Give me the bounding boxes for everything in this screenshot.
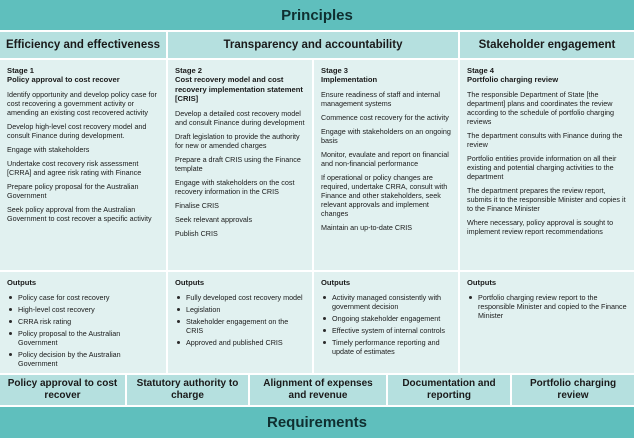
stage-1-step: Undertake cost recovery risk assessment … — [7, 158, 142, 177]
header-transparency: Transparency and accountability — [168, 32, 458, 58]
requirement-policy-approval: Policy approval to cost recover — [0, 375, 125, 405]
output-item: CRRA risk rating — [7, 317, 159, 326]
stage-2-column: Stage 2 Cost recovery model and cost rec… — [168, 60, 312, 270]
requirement-label: Statutory authority to charge — [136, 378, 239, 401]
stage-2-step: Develop a detailed cost recovery model a… — [175, 108, 305, 127]
output-item: Approved and published CRIS — [175, 338, 305, 347]
stage-3-step: Ensure readiness of staff and internal m… — [321, 89, 440, 108]
output-item: Legislation — [175, 305, 305, 314]
stage-2-step: Seek relevant approvals — [175, 214, 253, 224]
requirement-label: Documentation and reporting — [402, 378, 496, 401]
stage-4-step: Portfolio entities provide information o… — [467, 153, 617, 181]
stage-1-step: Prepare policy proposal for the Australi… — [7, 181, 139, 200]
stage-2-step: Publish CRIS — [175, 228, 218, 238]
requirement-statutory-authority: Statutory authority to charge — [127, 375, 248, 405]
stage-1-step: Engage with stakeholders — [7, 144, 90, 154]
stage-3-step: Monitor, evaulate and report on financia… — [321, 149, 449, 168]
output-item: Effective system of internal controls — [321, 326, 451, 335]
output-item: Policy case for cost recovery — [7, 293, 159, 302]
stage-4-title: Portfolio charging review — [467, 75, 559, 85]
stage-4-column: Stage 4 Portfolio charging review The re… — [460, 60, 634, 270]
stage-4-outputs: Outputs Portfolio charging review report… — [460, 272, 634, 373]
stage-3-number: Stage 3 — [321, 66, 349, 75]
stage-3-step: If operational or policy changes are req… — [321, 172, 448, 218]
outputs-heading: Outputs — [175, 278, 205, 287]
principles-title: Principles — [281, 6, 353, 24]
stage-4-step: The responsible Department of State [the… — [467, 89, 615, 126]
stage-2-step: Draft legislation to provide the authori… — [175, 131, 300, 150]
header-efficiency: Efficiency and effectiveness — [0, 32, 166, 58]
requirement-label: Policy approval to cost recover — [7, 378, 118, 401]
stage-3-column: Stage 3 Implementation Ensure readiness … — [314, 60, 458, 270]
stage-1-step: Develop high-level cost recovery model a… — [7, 121, 147, 140]
header-efficiency-label: Efficiency and effectiveness — [5, 39, 161, 51]
requirement-documentation: Documentation and reporting — [388, 375, 510, 405]
stage-2-title: Cost recovery model and cost recovery im… — [175, 75, 303, 104]
requirement-label: Portfolio charging review — [529, 378, 617, 401]
output-item: Policy decision by the Australian Govern… — [7, 350, 159, 368]
stage-4-step: The department prepares the review repor… — [467, 185, 626, 213]
output-item: Timely performance reporting and update … — [321, 338, 451, 356]
header-transparency-label: Transparency and accountability — [223, 39, 403, 51]
stage-4-step: The department consults with Finance dur… — [467, 130, 623, 149]
stage-1-column: Stage 1 Policy approval to cost recover … — [0, 60, 166, 270]
stage-2-step: Engage with stakeholders on the cost rec… — [175, 177, 295, 196]
stage-3-outputs: Outputs Activity managed consistently wi… — [314, 272, 458, 373]
output-item: High-level cost recovery — [7, 305, 159, 314]
requirements-title: Requirements — [266, 414, 368, 431]
outputs-heading: Outputs — [321, 278, 351, 287]
stage-4-number: Stage 4 — [467, 66, 495, 75]
output-item: Stakeholder engagement on the CRIS — [175, 317, 305, 335]
stage-1-outputs: Outputs Policy case for cost recovery Hi… — [0, 272, 166, 373]
stage-1-title: Policy approval to cost recover — [7, 75, 120, 85]
output-item: Portfolio charging review report to the … — [467, 293, 627, 320]
stage-1-step: Seek policy approval from the Australian… — [7, 204, 152, 223]
stage-2-number: Stage 2 — [175, 66, 203, 75]
stage-3-step: Commence cost recovery for the activity — [321, 112, 449, 122]
stage-2-step: Finalise CRIS — [175, 200, 219, 210]
principles-banner: Principles — [0, 0, 634, 30]
requirements-banner: Requirements — [0, 407, 634, 438]
stage-2-step: Prepare a draft CRIS using the Finance t… — [175, 154, 301, 173]
stage-1-step: Identify opportunity and develop policy … — [7, 89, 157, 117]
output-item: Fully developed cost recovery model — [175, 293, 305, 302]
requirement-label: Alignment of expenses and revenue — [263, 378, 373, 401]
outputs-heading: Outputs — [467, 278, 497, 287]
outputs-heading: Outputs — [7, 278, 37, 287]
output-item: Policy proposal to the Australian Govern… — [7, 329, 159, 347]
stage-3-title: Implementation — [321, 75, 378, 85]
stage-4-step: Where necessary, policy approval is soug… — [467, 217, 614, 236]
header-stakeholder-label: Stakeholder engagement — [478, 39, 616, 51]
stage-3-step: Maintain an up-to-date CRIS — [321, 222, 413, 232]
stage-3-step: Engage with stakeholders on an ongoing b… — [321, 126, 451, 145]
output-item: Ongoing stakeholder engagement — [321, 314, 451, 323]
requirement-alignment: Alignment of expenses and revenue — [250, 375, 386, 405]
stage-2-outputs: Outputs Fully developed cost recovery mo… — [168, 272, 312, 373]
output-item: Activity managed consistently with gover… — [321, 293, 451, 311]
stage-1-number: Stage 1 — [7, 66, 35, 75]
requirement-portfolio-review: Portfolio charging review — [512, 375, 634, 405]
header-stakeholder: Stakeholder engagement — [460, 32, 634, 58]
